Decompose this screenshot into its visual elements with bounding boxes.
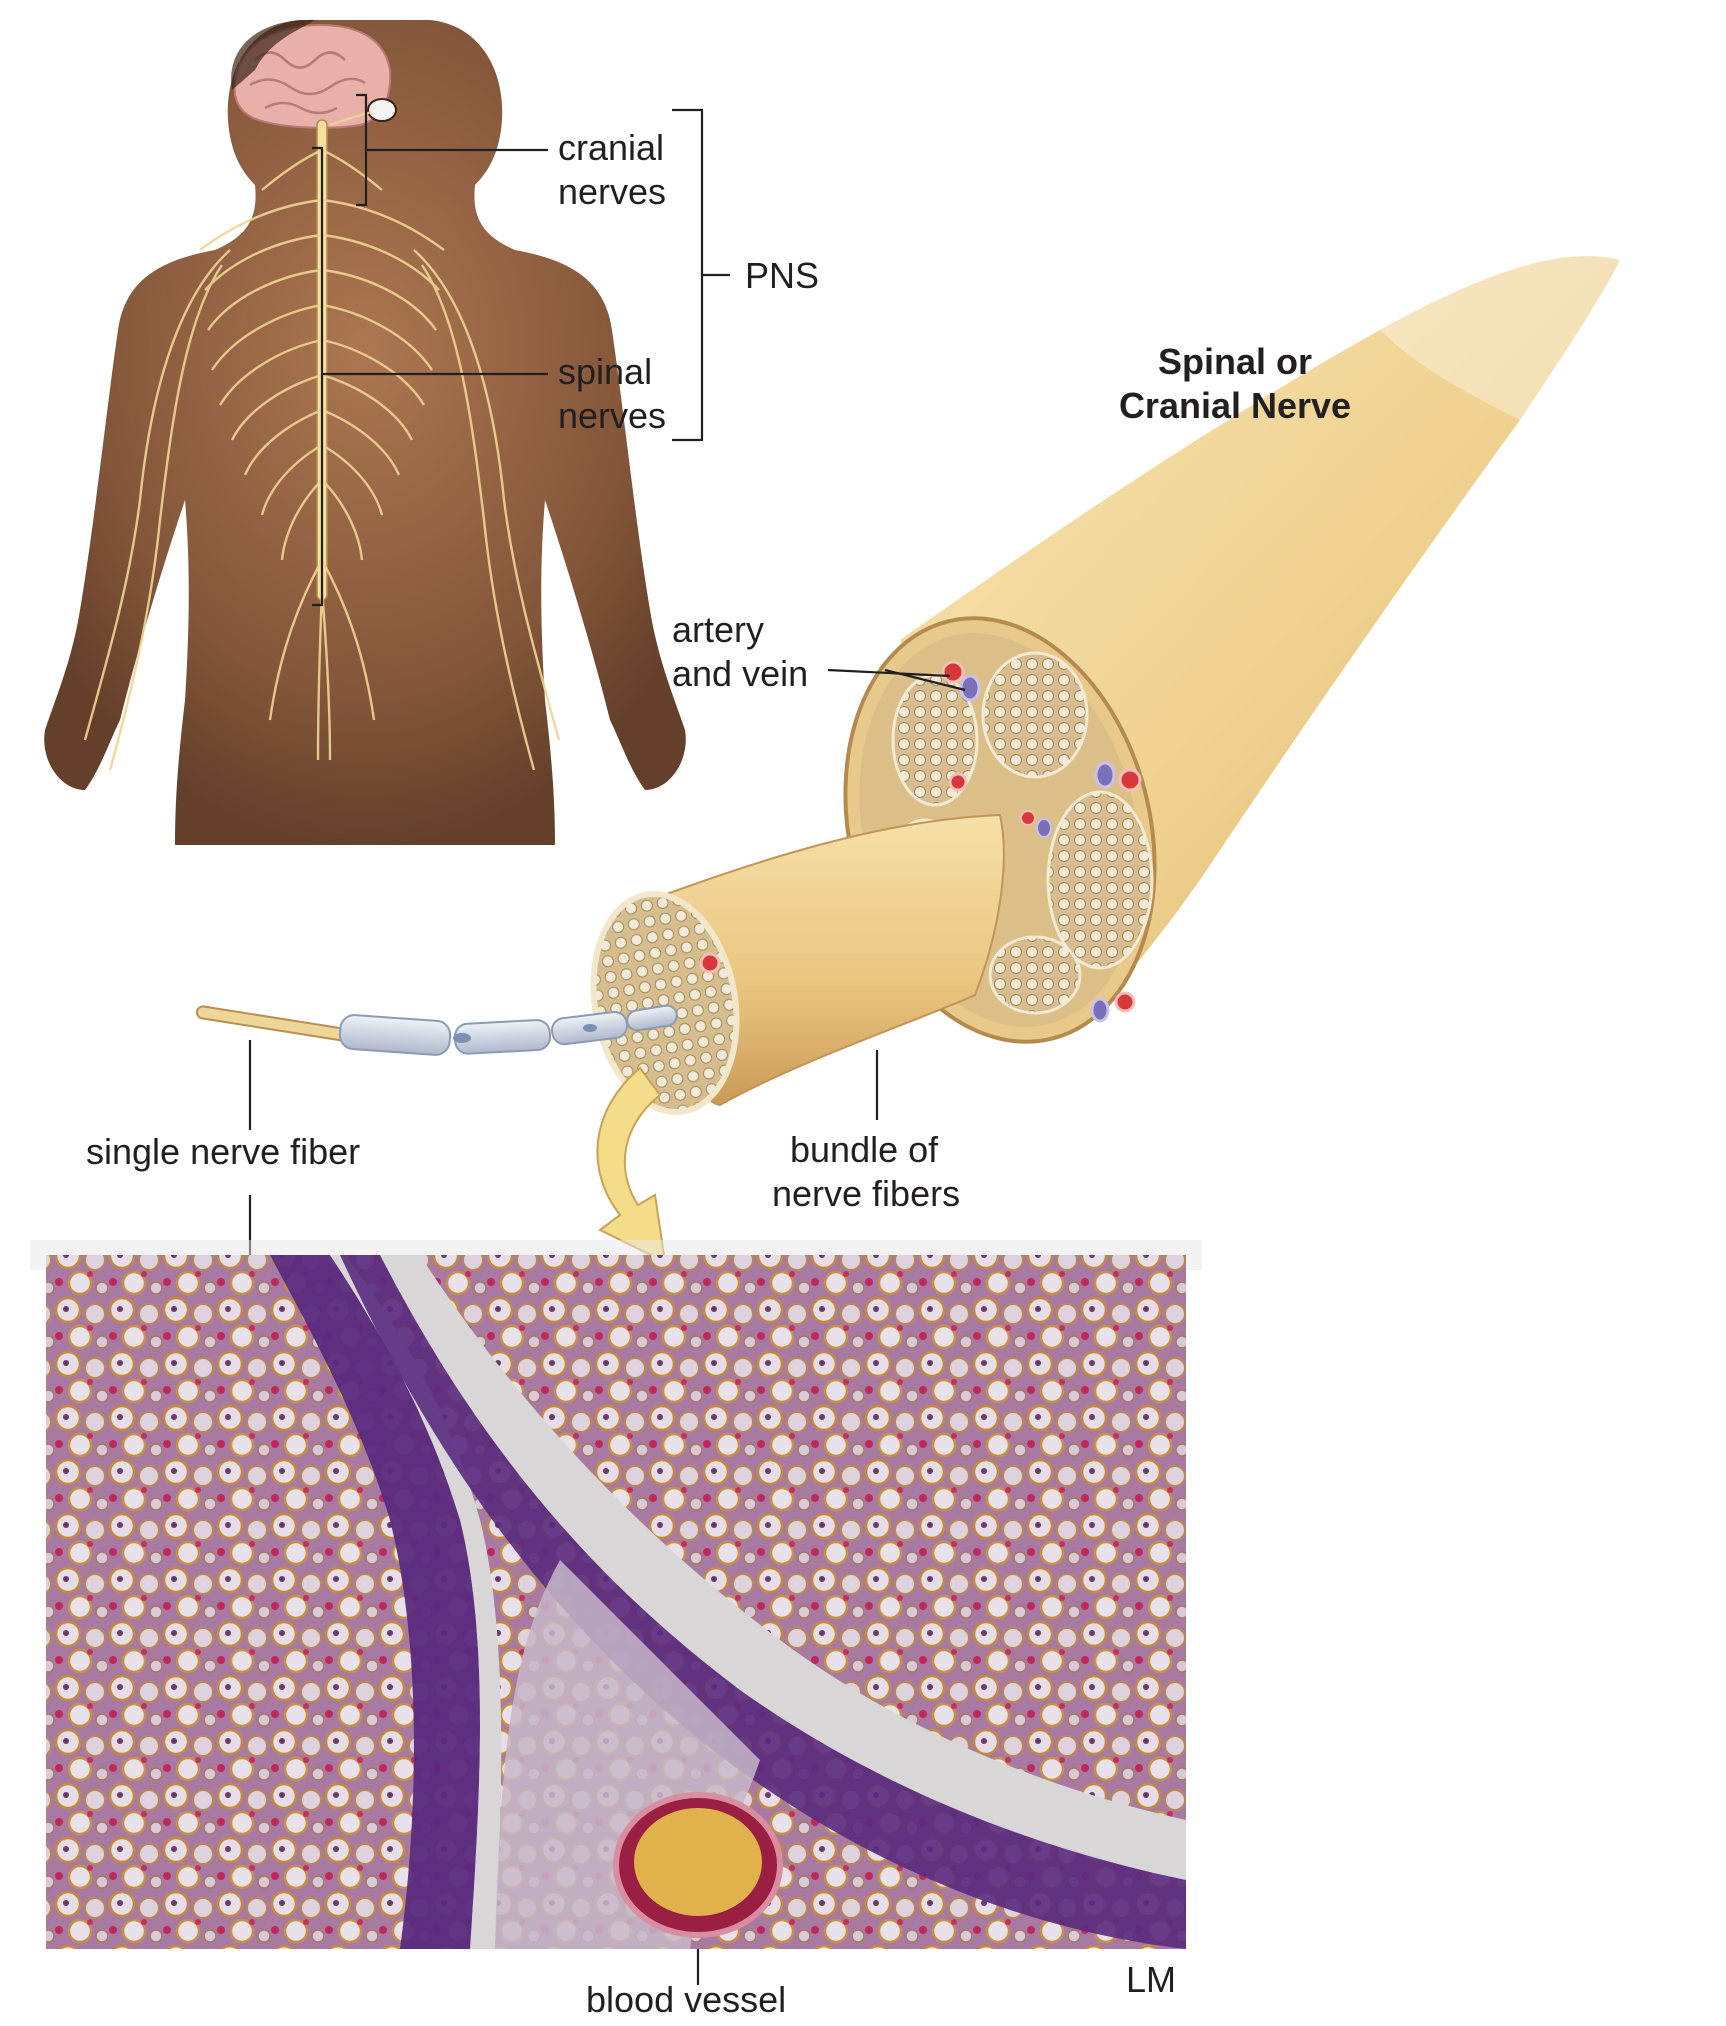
label-blood-vessel: blood vessel xyxy=(586,1979,787,2020)
label-nerve-title-2: Cranial Nerve xyxy=(1118,385,1352,426)
myelin-segment-4 xyxy=(626,1004,678,1032)
bundle-vessel xyxy=(699,952,721,974)
label-single-nerve-fiber: single nerve fiber xyxy=(86,1131,361,1172)
label-nerve-title-1: Spinal or xyxy=(1157,341,1313,382)
micro-blood-vessel-lumen xyxy=(634,1808,762,1916)
micrograph-membrane xyxy=(340,1255,1186,1949)
label-spinal-nerves-2: nerves xyxy=(558,395,667,436)
pns-brackets xyxy=(312,93,730,607)
spinal-cranial-nerve xyxy=(195,256,1620,1264)
artery-leader-1 xyxy=(827,668,951,678)
label-spinal-nerves-1: spinal xyxy=(558,351,653,392)
label-bundle-1: bundle of xyxy=(790,1129,939,1170)
body-silhouette xyxy=(44,20,686,845)
micrograph xyxy=(30,1240,1202,1949)
artery-leader-2 xyxy=(884,668,966,692)
spinal-bracket xyxy=(312,146,324,607)
label-artery-vein-2: and vein xyxy=(672,653,809,694)
eye xyxy=(367,98,397,122)
spinal-nerve-branches xyxy=(83,110,561,771)
label-artery-vein-1: artery xyxy=(672,609,765,650)
axon-rod xyxy=(195,1005,357,1043)
single-nerve-fiber xyxy=(195,1004,678,1056)
micrograph-gap-left xyxy=(270,1255,480,1949)
label-cranial-nerves-2: nerves xyxy=(558,171,667,212)
hair xyxy=(231,19,315,90)
myelin-segment-1 xyxy=(338,1014,452,1056)
label-cranial-nerves-1: cranial xyxy=(558,127,665,168)
label-lm: LM xyxy=(1126,1959,1177,2000)
label-bundle-2: nerve fibers xyxy=(772,1173,961,1214)
label-pns: PNS xyxy=(745,255,820,296)
pns-bracket xyxy=(672,108,704,442)
micrograph-gap-diagonal xyxy=(380,1255,1186,1880)
brain-folds xyxy=(249,51,366,115)
nerve-fade-tip xyxy=(1380,256,1620,420)
zoom-arrow xyxy=(596,1066,667,1264)
